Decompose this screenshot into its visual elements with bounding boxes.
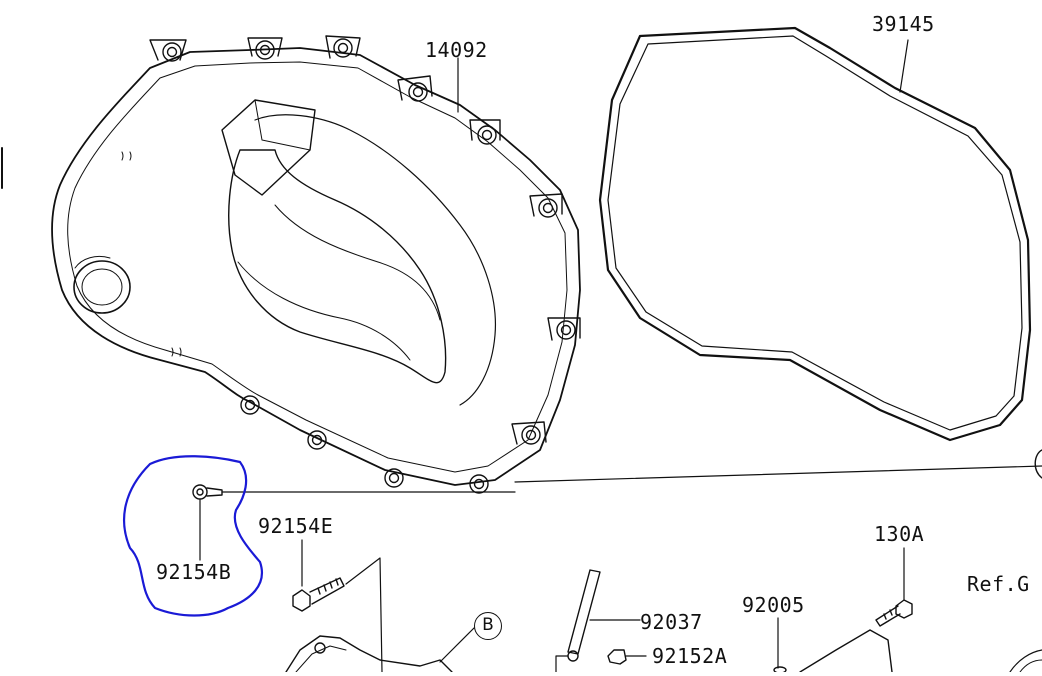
part-label-92005: 92005 — [742, 593, 805, 617]
part-label-130a: 130A — [874, 522, 925, 546]
highlight-lasso — [123, 455, 263, 617]
bolt-130a-drawing — [875, 547, 913, 627]
part-label-39145: 39145 — [872, 12, 935, 36]
clamp-92037-drawing — [555, 569, 641, 673]
collar-92152a-drawing — [607, 649, 647, 665]
cover-lugs — [149, 35, 581, 494]
part-label-92154e: 92154E — [258, 514, 334, 538]
leader-to-right — [514, 465, 1042, 483]
bolt-92154e-drawing — [292, 539, 383, 673]
part-label-92037: 92037 — [640, 610, 703, 634]
fitting-92005-drawing — [773, 617, 787, 674]
reference-label: Ref.G — [967, 572, 1030, 596]
part-label-14092: 14092 — [425, 38, 488, 62]
part-label-92152a: 92152A — [652, 644, 728, 668]
callout-b: B — [474, 612, 502, 640]
bracket-right-drawing — [799, 629, 1042, 673]
bolt-92154b-drawing — [192, 484, 516, 561]
bracket-drawing — [285, 635, 453, 673]
part-label-92154b: 92154B — [156, 560, 232, 584]
gasket-drawing — [598, 26, 1032, 442]
clutch-cover-drawing — [51, 35, 581, 494]
